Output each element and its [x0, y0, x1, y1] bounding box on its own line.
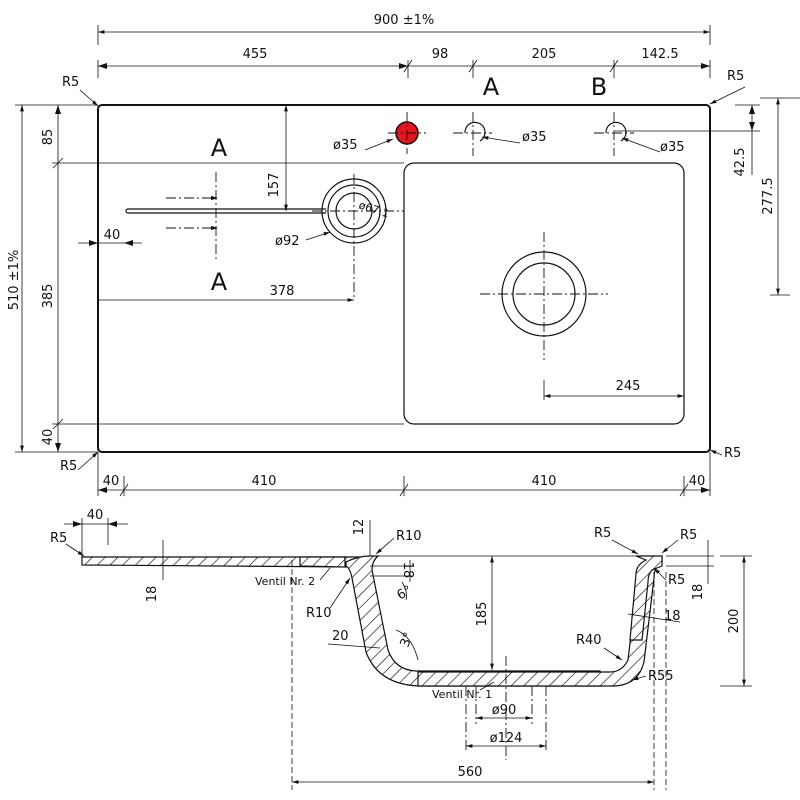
dim-378: 378 — [270, 284, 295, 299]
section-view: 40 R5 Ventil Nr. 2 Ventil Nr. 1 18 R10 1… — [50, 508, 752, 790]
dim-98: 98 — [432, 47, 449, 62]
radius-r5-right-1: R5 — [594, 526, 611, 541]
dim-18-wall: 18 — [664, 609, 681, 624]
dim-40-left: 40 — [41, 429, 56, 446]
hole-label-1: ø35 — [333, 138, 358, 153]
slab-thickness-label: 18 — [145, 586, 160, 603]
radius-r55-label: R55 — [648, 669, 674, 684]
drainer-section-lines: A A — [124, 134, 404, 296]
left-chain-dimensions: 85 385 40 — [41, 105, 124, 452]
dim-18-right: 18 — [691, 584, 706, 601]
sink-outline — [97, 104, 711, 453]
angle-6-label: 6° — [395, 583, 415, 603]
lip-width-label: 40 — [87, 508, 104, 523]
dim-40-bottom-left: 40 — [103, 474, 120, 489]
radius-bottom-left: R5 — [60, 459, 77, 474]
lip-radius-label: R5 — [50, 531, 67, 546]
radius-r40-label: R40 — [576, 633, 602, 648]
overflow-inner-label: ø67.1 — [357, 198, 391, 220]
overall-width-label: 900 ±1% — [374, 13, 434, 28]
overall-height-dimension: 510 ±1% — [7, 104, 98, 453]
lip-dimension: 40 R5 — [50, 508, 128, 560]
dim-42-5: 42.5 — [733, 148, 748, 177]
width-560-label: 560 — [458, 765, 483, 780]
valve-1-label: Ventil Nr. 1 — [432, 688, 492, 701]
dim-85: 85 — [41, 129, 56, 146]
dim-410-left: 410 — [252, 474, 277, 489]
tap-holes: ø35 ø35 ø35 — [333, 112, 685, 156]
corner-radius-callouts: R5 R5 R5 R5 — [60, 69, 746, 474]
dim-410-right: 410 — [532, 474, 557, 489]
dim-205: 205 — [532, 47, 557, 62]
height-200-label: 200 — [727, 609, 742, 634]
dim-12: 12 — [352, 519, 367, 536]
dia-124-label: ø124 — [490, 731, 523, 746]
overflow: ø67.1 ø92 — [275, 174, 404, 300]
angle-3-label: 3° — [398, 630, 417, 649]
tap-hole-a — [464, 121, 486, 142]
overall-height-label: 510 ±1% — [7, 250, 22, 310]
valve-2-section — [299, 556, 346, 568]
dim-40-drainer: 40 — [104, 228, 121, 243]
overflow-outer-label: ø92 — [275, 234, 300, 249]
dim-142-5: 142.5 — [641, 47, 678, 62]
section-a-label-top: A — [483, 73, 500, 101]
top-view: 900 ±1% 455 98 205 142.5 A B — [7, 13, 800, 497]
bowl-outline — [403, 162, 685, 425]
hole-label-3: ø35 — [660, 140, 685, 155]
bottom-chain-dimensions: 40 410 410 40 — [97, 452, 711, 497]
radius-top-left: R5 — [62, 75, 79, 90]
dia-90-label: ø90 — [492, 703, 517, 718]
section-b-label-top: B — [591, 73, 607, 101]
dim-20: 20 — [332, 629, 349, 644]
bowl-left-wall-section — [345, 555, 601, 687]
valve-2-label: Ventil Nr. 2 — [255, 575, 315, 588]
radius-r5-right-2: R5 — [680, 528, 697, 543]
radius-bottom-right: R5 — [724, 446, 741, 461]
dim-245: 245 — [616, 379, 641, 394]
dim-157: 157 — [267, 173, 282, 198]
hole-label-2: ø35 — [522, 130, 547, 145]
section-a-label-lower: A — [211, 268, 228, 296]
dim-18-upper: 18 — [400, 562, 415, 579]
radius-r10-top: R10 — [396, 529, 422, 544]
top-chain-dimensions: 455 98 205 142.5 — [97, 47, 711, 78]
radius-r5-right-3: R5 — [668, 573, 685, 588]
radius-top-right: R5 — [727, 69, 744, 84]
radius-r10-lower: R10 — [306, 606, 332, 621]
dim-40-bottom-right: 40 — [689, 474, 706, 489]
overall-width-dimension: 900 ±1% — [97, 13, 711, 45]
section-a-label-upper: A — [211, 134, 228, 162]
dim-277-5: 277.5 — [761, 177, 776, 214]
right-dimensions: 42.5 277.5 — [615, 97, 800, 296]
tap-hole-b — [605, 121, 627, 142]
depth-185-label: 185 — [475, 602, 490, 627]
dim-385: 385 — [41, 284, 56, 309]
drainer-dimensions: 157 40 378 — [78, 105, 354, 302]
dim-455: 455 — [243, 47, 268, 62]
bowl-right-wall-section — [629, 555, 663, 641]
main-drain: 245 — [480, 232, 684, 400]
bowl-bottom-section — [417, 555, 663, 687]
